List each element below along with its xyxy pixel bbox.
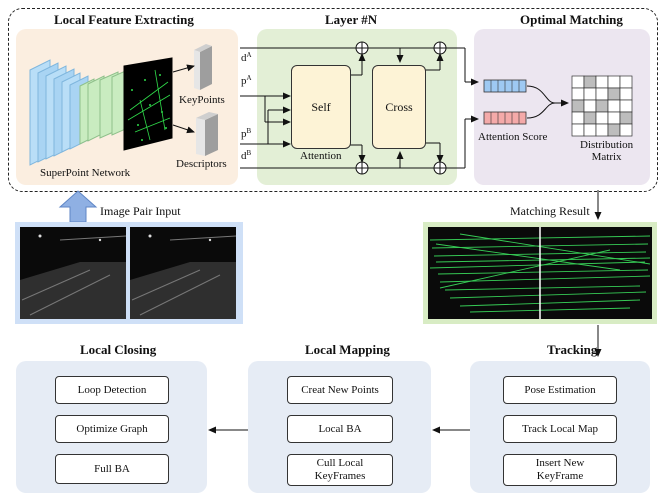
keypoints-box-icon [194,44,212,90]
cross-attention-box: Cross [372,65,426,149]
matching-result-image [423,222,657,324]
descriptors-label: Descriptors [176,158,227,170]
optimal-matching-title: Optimal Matching [520,12,623,27]
image-input-arrow-icon [58,190,98,223]
input-dB: dB [241,149,252,162]
image-pair-input-image [15,222,243,324]
pose-estimation-box: Pose Estimation [503,376,617,404]
local-ba-box: Local BA [287,415,393,443]
full-ba-box: Full BA [55,454,169,484]
local-closing-title: Local Closing [80,342,157,357]
track-local-map-box: Track Local Map [503,415,617,443]
feature-extracting-title: Local Feature Extracting [54,12,194,27]
create-new-points-box: Creat New Points [287,376,393,404]
local-mapping-title: Local Mapping [305,342,390,357]
self-label: Self [311,99,331,114]
attention-score-icon [483,79,527,125]
distribution-matrix-icon [571,75,633,137]
loop-detection-box: Loop Detection [55,376,169,404]
superpoint-label: SuperPoint Network [40,167,131,179]
matching-result-label: Matching Result [510,204,590,218]
keypoints-label: KeyPoints [179,94,225,106]
input-pB: pB [241,127,252,140]
self-attention-box: Self [291,65,351,149]
input-pA: pA [241,74,252,87]
tracking-title: Tracking [547,342,598,357]
attention-score-label: Attention Score [478,131,548,143]
pipeline-frame [8,8,658,192]
input-dA: dA [241,51,252,64]
attention-label: Attention [300,150,342,162]
image-pair-input-label: Image Pair Input [100,204,181,218]
cross-label: Cross [385,99,413,114]
layer-title: Layer #N [325,12,378,27]
descriptors-box-icon [196,112,218,156]
optimize-graph-box: Optimize Graph [55,415,169,443]
superpoint-network-icon [29,57,173,166]
